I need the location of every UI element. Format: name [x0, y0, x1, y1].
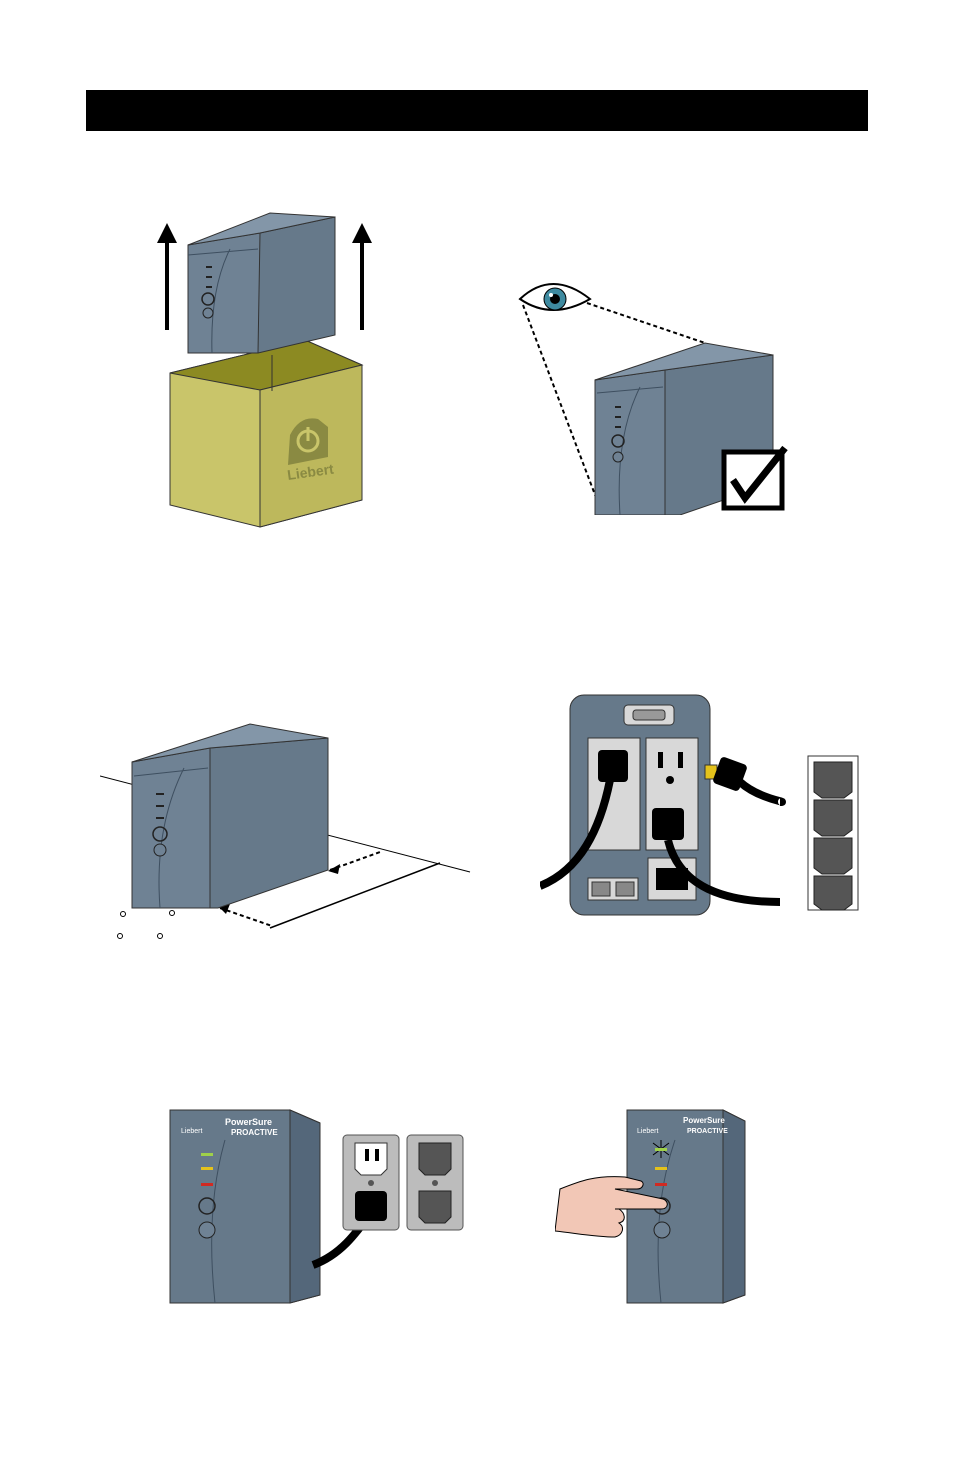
svg-text:PROACTIVE: PROACTIVE [231, 1128, 278, 1137]
power-button[interactable] [198, 1221, 216, 1239]
power-on-illustration: Liebert PowerSure PROACTIVE [555, 1105, 755, 1305]
svg-text:PowerSure: PowerSure [225, 1117, 272, 1127]
svg-text:PowerSure: PowerSure [683, 1116, 725, 1125]
pointing-hand-icon [555, 1176, 668, 1238]
wall-outlet-illustration: Liebert PowerSure PROACTIVE [165, 1105, 475, 1305]
unpack-illustration: Liebert [140, 205, 400, 535]
svg-text:Liebert: Liebert [637, 1128, 658, 1135]
led-green [201, 1153, 213, 1156]
ups-unit [187, 212, 336, 354]
svg-text:Liebert: Liebert [286, 461, 335, 483]
led-green [655, 1148, 667, 1151]
rear-panel-illustration [540, 690, 870, 920]
ups-unit: Liebert PowerSure PROACTIVE [626, 1109, 746, 1304]
ups-unit [131, 723, 329, 909]
up-arrow-icon [157, 223, 177, 330]
placement-illustration [100, 720, 475, 950]
up-arrow-icon [352, 223, 372, 330]
svg-text:PROACTIVE: PROACTIVE [687, 1128, 728, 1135]
checkmark-icon [721, 445, 788, 511]
wall-outlet [342, 1134, 464, 1231]
led-red [655, 1183, 667, 1186]
led-yellow [655, 1167, 667, 1170]
ups-unit: Liebert PowerSure PROACTIVE [169, 1109, 321, 1304]
power-strip [807, 755, 859, 911]
led-yellow [201, 1167, 213, 1170]
led-red [201, 1183, 213, 1186]
eye-icon [518, 283, 592, 311]
section-header-bar [86, 90, 868, 131]
liebert-box-logo: Liebert [286, 418, 335, 483]
inspect-illustration [515, 275, 800, 515]
svg-text:Liebert: Liebert [181, 1128, 202, 1135]
